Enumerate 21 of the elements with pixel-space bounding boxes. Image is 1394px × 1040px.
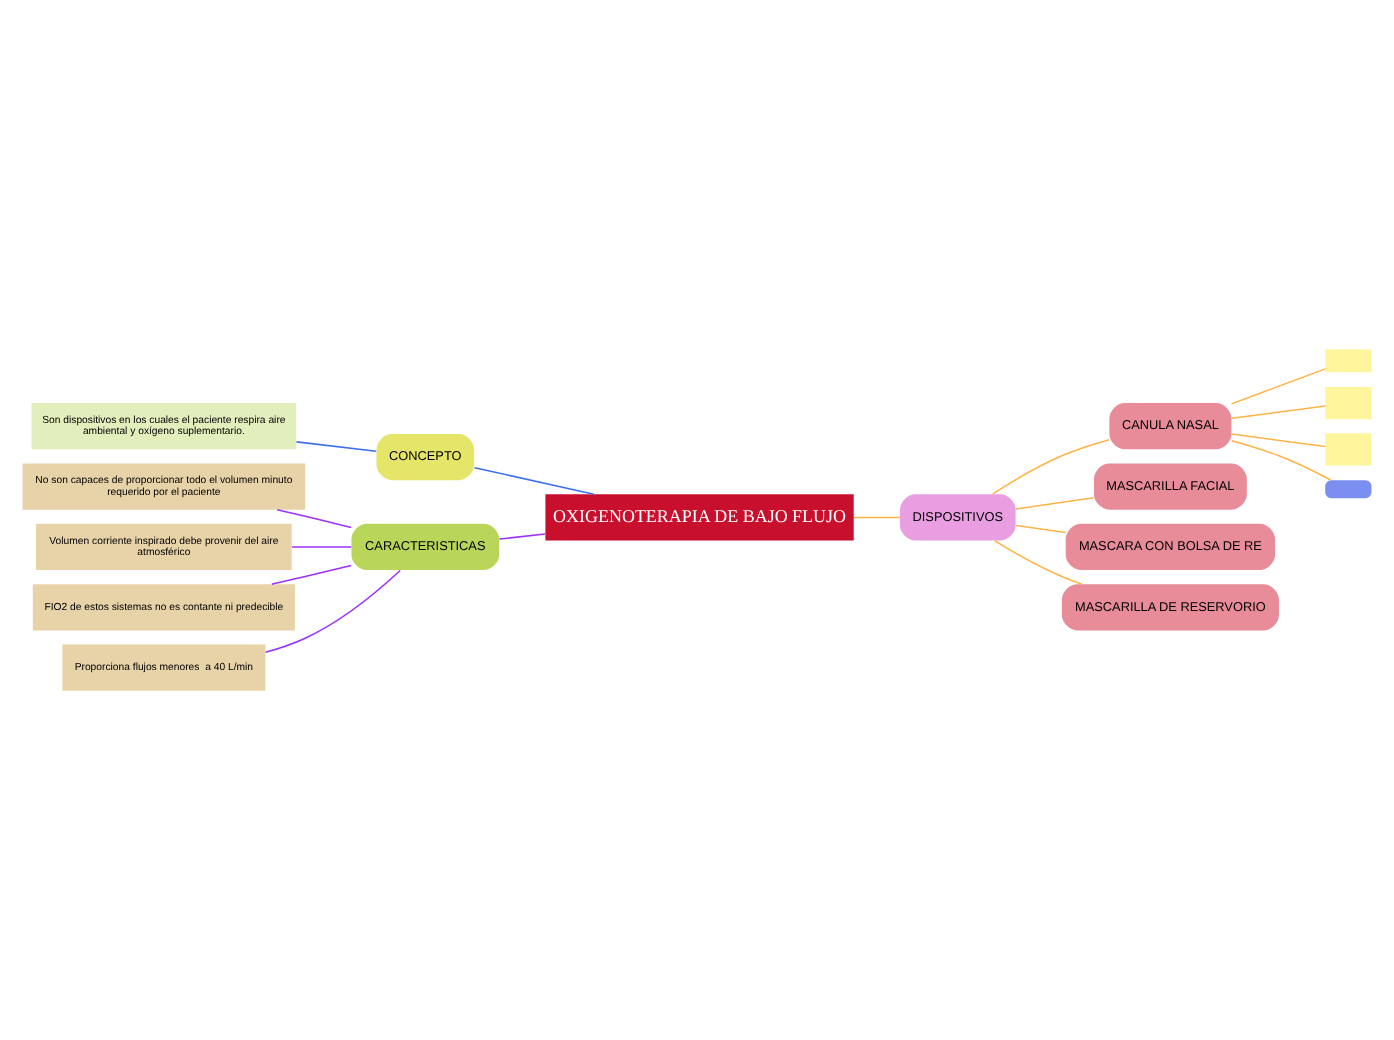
connector xyxy=(473,466,595,495)
connector xyxy=(1230,368,1326,405)
connector xyxy=(291,546,353,548)
connector xyxy=(1015,524,1067,534)
connector xyxy=(264,569,401,654)
node-box xyxy=(1325,480,1372,499)
connector xyxy=(498,533,546,540)
connector xyxy=(853,516,901,519)
connector xyxy=(295,441,377,453)
node-box xyxy=(1325,433,1372,466)
connector xyxy=(271,564,352,585)
connector xyxy=(1230,405,1326,420)
connector xyxy=(993,539,1083,585)
connector xyxy=(276,509,352,529)
node-box xyxy=(1325,349,1372,373)
connector xyxy=(1015,496,1095,510)
node-box xyxy=(1325,387,1372,420)
connector xyxy=(1231,439,1332,481)
node-box: OXIGENOTERAPIA DE BAJO FLUJO xyxy=(545,494,854,541)
connector xyxy=(1230,433,1326,448)
connector xyxy=(991,438,1110,495)
